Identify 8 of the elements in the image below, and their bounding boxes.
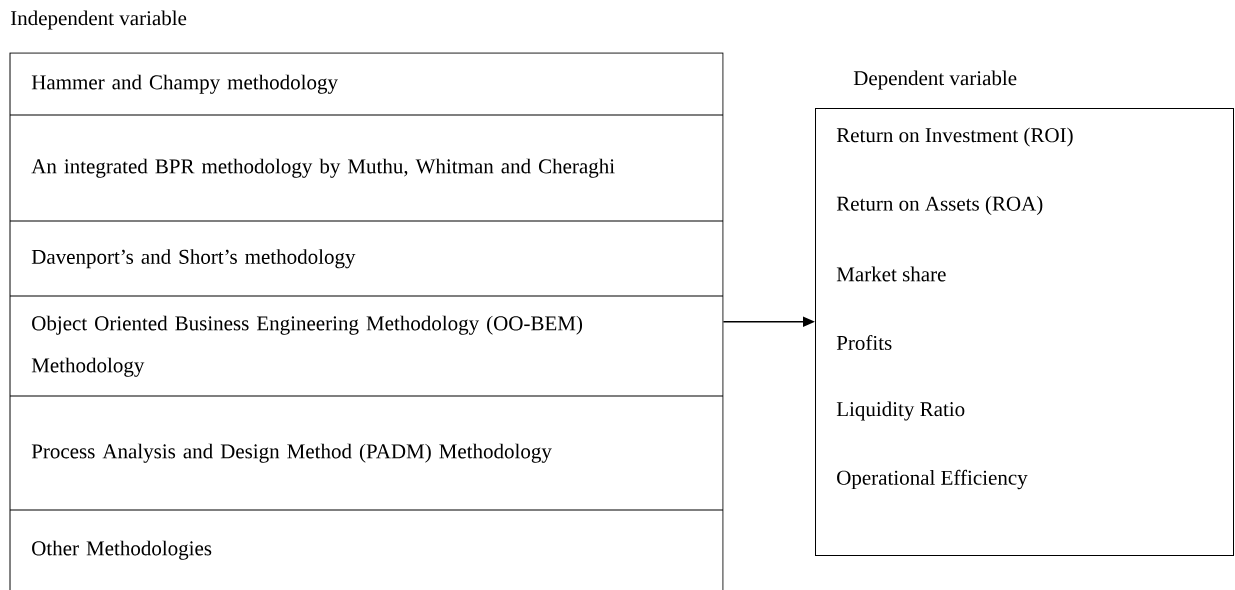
table-row: Davenport’s and Short’s methodology — [31, 249, 356, 269]
table-row: Process Analysis and Design Method (PADM) Methodology — [31, 443, 552, 463]
table-row: Object Oriented Business Engineering Methodology (OO-BEM) Methodology — [31, 315, 583, 377]
table-row: Hammer and Champy methodology — [31, 74, 338, 94]
table-row: An integrated BPR methodology by Muthu, Whitman and Cheraghi — [31, 158, 615, 178]
variable-box: Dependent variable Return on Investment (ROI) Return on Assets (ROA) Market share Profits Liquidity Ratio Operational Efficiency — [815, 70, 1234, 556]
table-row: Other Methodologies — [32, 540, 212, 560]
node-label: Dependent variable — [853, 70, 1017, 90]
